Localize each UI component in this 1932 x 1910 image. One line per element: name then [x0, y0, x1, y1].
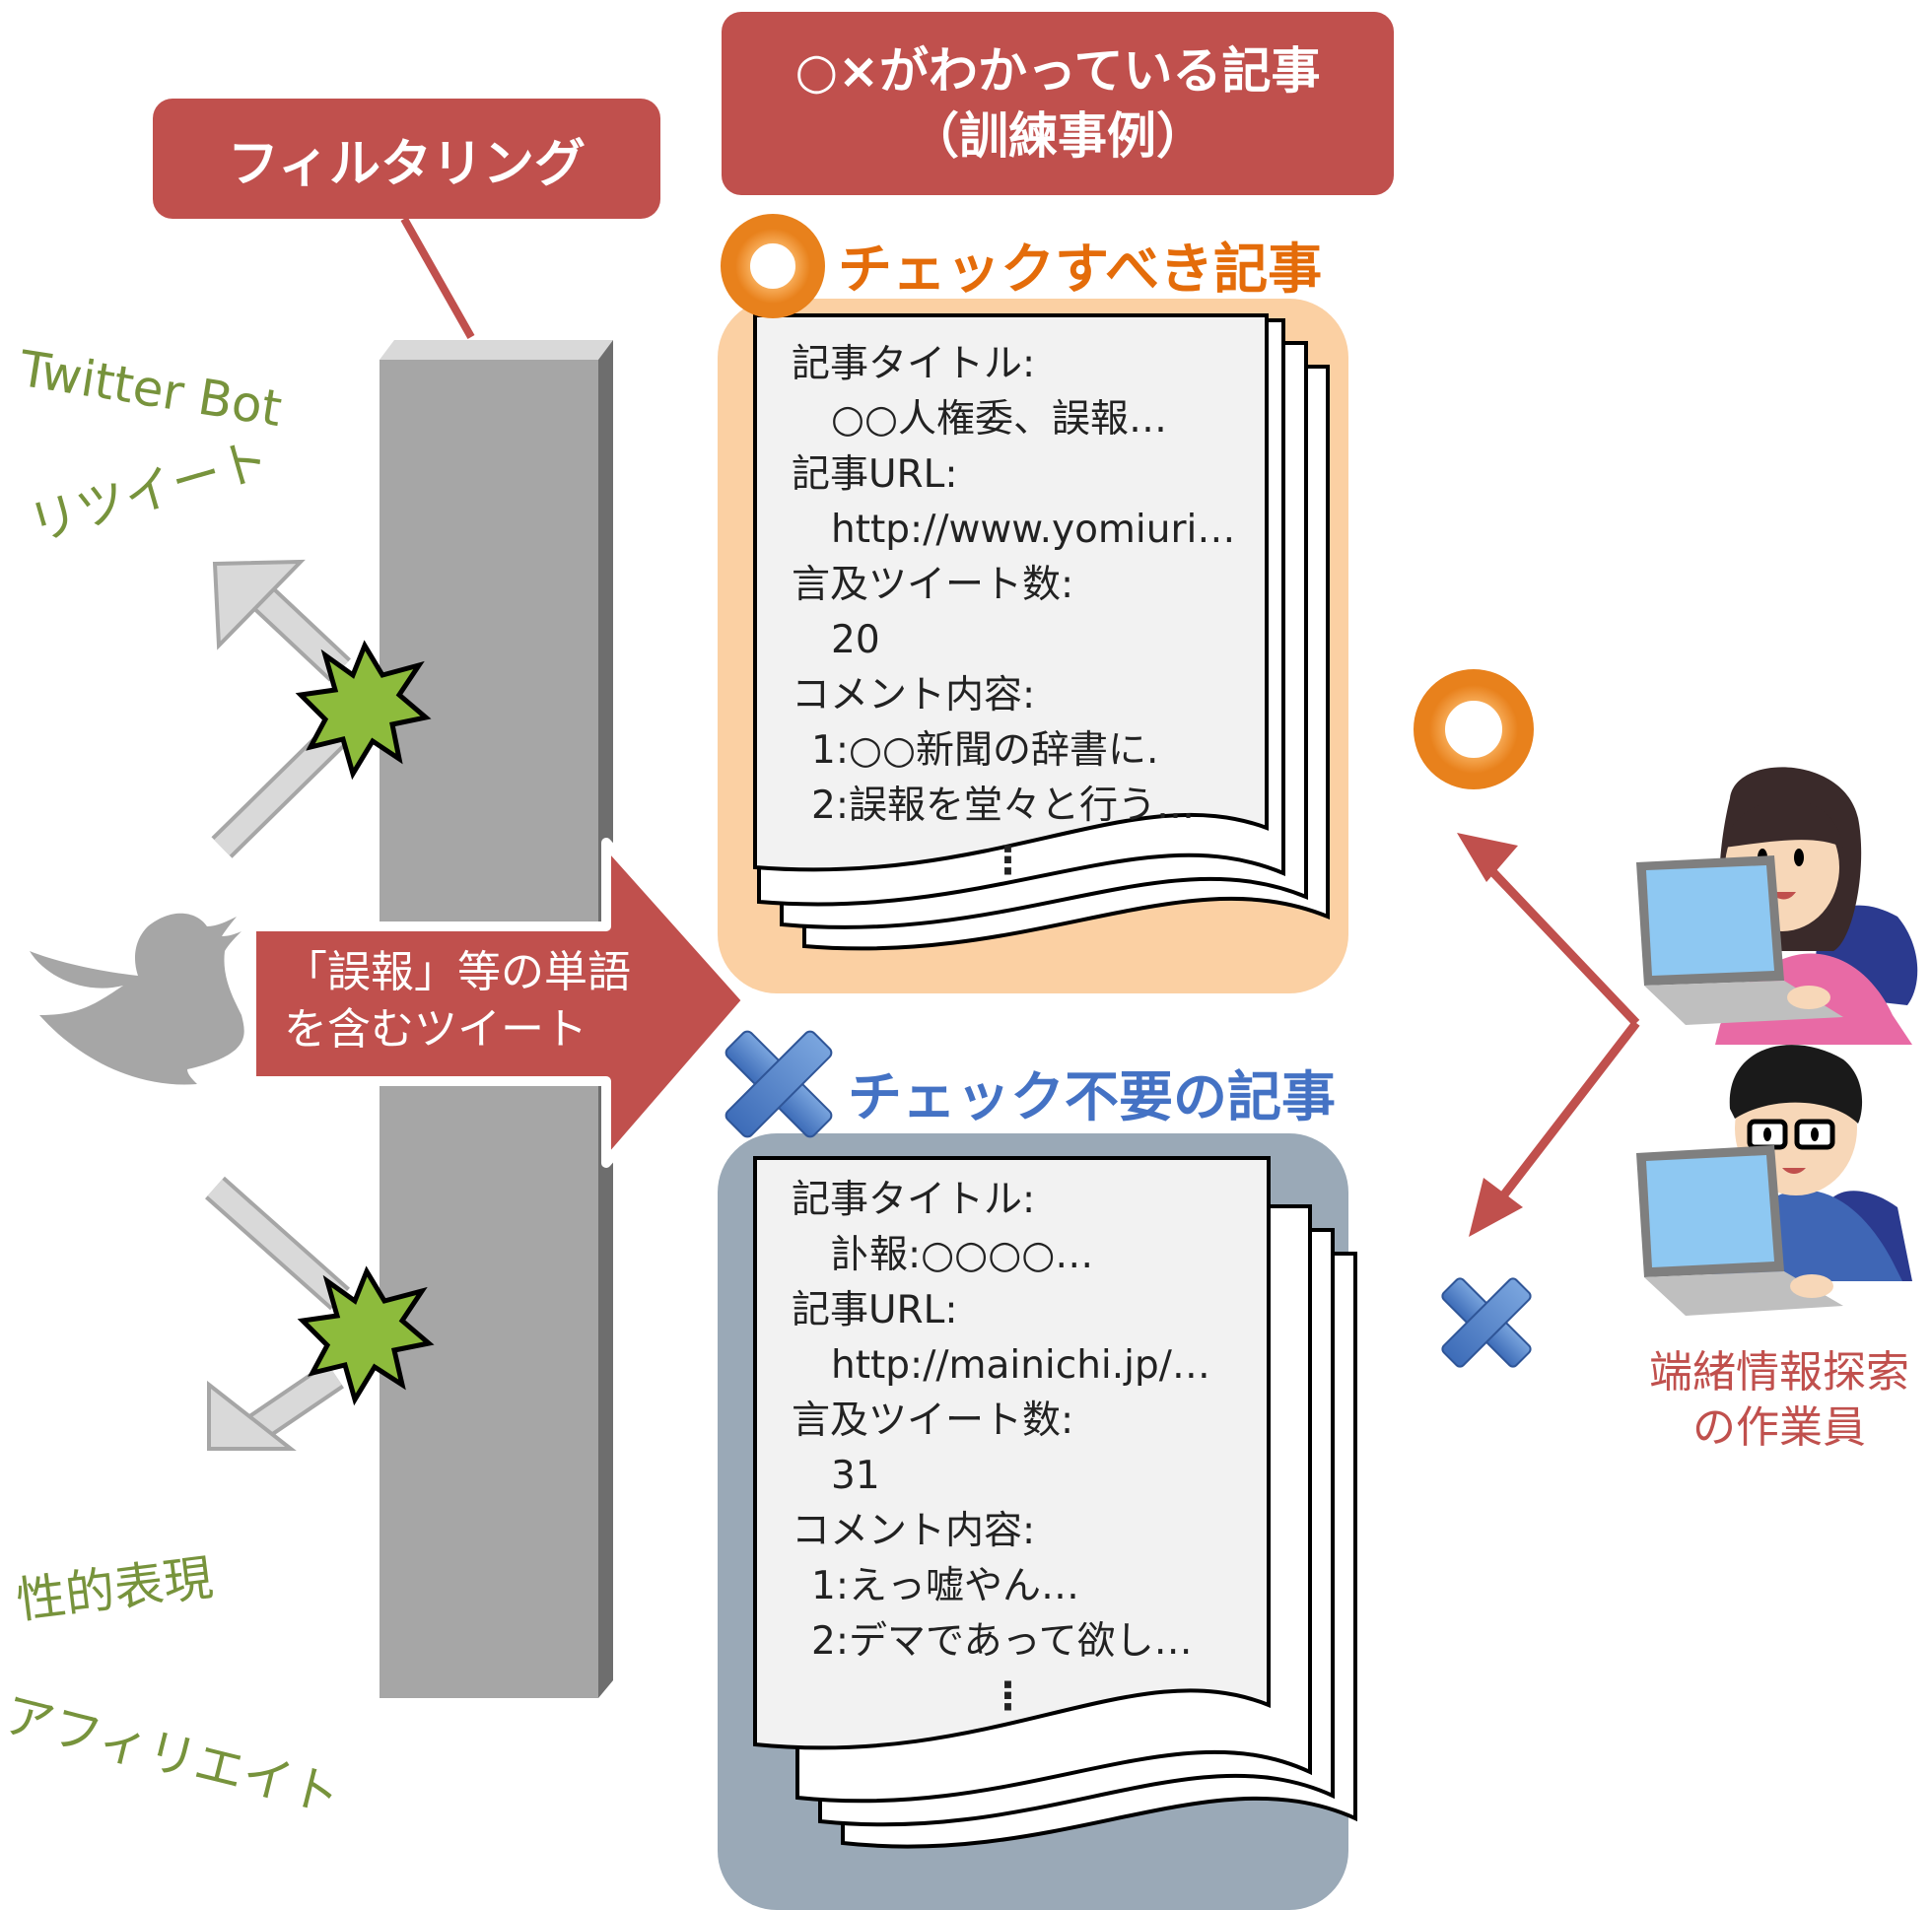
judgement-arrow: [1484, 863, 1640, 1205]
tweet-arrow-line2: を含むツイート: [284, 1004, 587, 1055]
circle-mark-icon: [721, 214, 825, 318]
doc-title-value: 訃報:○○○○…: [831, 1233, 1094, 1277]
check-needed-document-stack: [753, 313, 1330, 951]
tweet-arrow-line1: 「誤報」等の単語: [284, 947, 631, 997]
doc-url-label: 記事URL:: [792, 1288, 958, 1332]
filter-connector-line: [400, 217, 475, 339]
check-unneeded-document-text: 記事タイトル: 訃報:○○○○… 記事URL: http://mainichi.…: [792, 1173, 1210, 1725]
worker-label-line2: の作業員: [1692, 1402, 1866, 1453]
doc-comment-2: 2:デマであって欲し…: [811, 1619, 1193, 1664]
doc-title-label: 記事タイトル:: [792, 342, 1036, 386]
worker-label-line1: 端緒情報探索: [1649, 1347, 1909, 1398]
known-articles-line2: （訓練事例）: [910, 107, 1206, 165]
worker-woman-icon: [1636, 767, 1918, 1045]
doc-comment-label: コメント内容:: [792, 673, 1036, 717]
doc-comment-1: 1:○○新聞の辞書に.: [811, 728, 1159, 773]
check-unneeded-document-stack: [753, 1156, 1357, 1849]
twitter-bird-icon: [30, 913, 244, 1085]
tweet-arrow-label: 「誤報」等の単語 を含むツイート: [284, 944, 631, 1058]
check-needed-title: チェックすべき記事: [838, 238, 1323, 301]
filter-label: フィルタリング: [153, 99, 660, 219]
deflect-arrow-down: [205, 1176, 350, 1451]
doc-count-value: 31: [831, 1454, 880, 1498]
known-articles-line1: ○×がわかっている記事: [794, 42, 1321, 100]
doc-url-value: http://www.yomiuri…: [831, 508, 1236, 552]
known-articles-label: ○×がわかっている記事 （訓練事例）: [722, 12, 1394, 195]
doc-count-label: 言及ツイート数:: [792, 1398, 1074, 1443]
burst-icon: [297, 1265, 435, 1406]
circle-mark-icon: [1414, 669, 1534, 789]
cross-mark-icon: [1441, 1277, 1532, 1368]
doc-comment-1: 1:えっ嘘やん…: [811, 1564, 1079, 1608]
cross-mark-icon: [724, 1030, 833, 1138]
doc-count-value: 20: [831, 618, 880, 662]
burst-icon: [295, 640, 432, 781]
check-unneeded-title: チェック不要の記事: [848, 1065, 1337, 1128]
doc-url-value: http://mainichi.jp/…: [831, 1343, 1210, 1388]
filter-label-text: フィルタリング: [228, 134, 586, 194]
doc-ellipsis: ⋮: [989, 839, 1027, 883]
tweet-input-arrow: [246, 838, 752, 1168]
worker-label: 端緒情報探索 の作業員: [1631, 1345, 1927, 1456]
worker-man-icon: [1636, 1045, 1912, 1316]
doc-count-label: 言及ツイート数:: [792, 563, 1074, 607]
doc-ellipsis: ⋮: [989, 1674, 1027, 1719]
doc-url-label: 記事URL:: [792, 452, 958, 497]
doc-comment-label: コメント内容:: [792, 1509, 1036, 1553]
doc-title-value: ○○人権委、誤報…: [831, 397, 1168, 442]
doc-title-label: 記事タイトル:: [792, 1178, 1036, 1222]
doc-comment-2: 2:誤報を堂々と行う…: [811, 784, 1195, 828]
check-needed-document-text: 記事タイトル: ○○人権委、誤報… 記事URL: http://www.yomi…: [792, 337, 1235, 889]
